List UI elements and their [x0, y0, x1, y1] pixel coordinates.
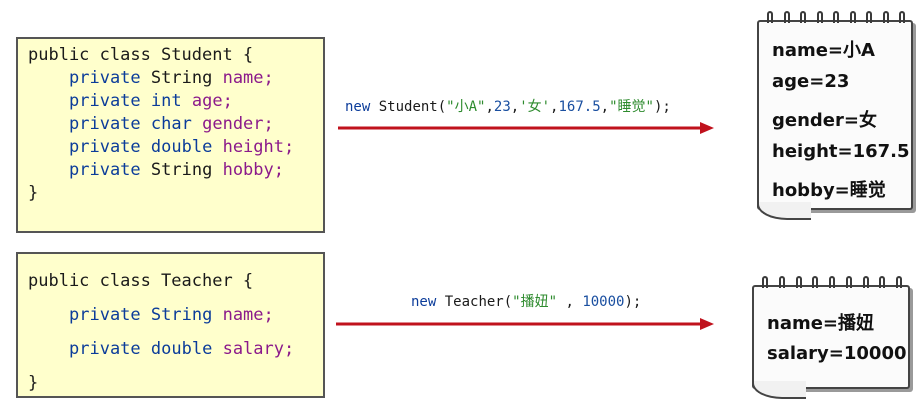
teacher-class-close: } — [28, 373, 39, 393]
page-curl-icon — [752, 381, 806, 399]
student-field-height: private double height; — [69, 137, 295, 157]
teacher-object-name: name=播妞 — [767, 313, 875, 334]
spiral-binding-icon — [762, 276, 902, 290]
student-object-height: height=167.5 — [772, 141, 910, 162]
student-field-name: private String name; — [69, 68, 274, 88]
teacher-object-salary: salary=10000 — [767, 343, 907, 364]
student-class-close: } — [28, 183, 39, 203]
student-object-gender: gender=女 — [772, 110, 877, 131]
teacher-class-header: public class Teacher { — [28, 271, 254, 291]
teacher-constructor-call: new Teacher("播妞" , 10000); — [411, 294, 642, 310]
student-object-note: name=小A age=23 gender=女 height=167.5 hob… — [757, 11, 913, 220]
student-object-name: name=小A — [772, 40, 875, 61]
teacher-arrow — [336, 318, 714, 330]
student-field-age: private int age; — [69, 91, 233, 111]
spiral-binding-icon — [767, 11, 905, 25]
student-class-code: public class Student { private String na… — [16, 37, 325, 233]
student-object-age: age=23 — [772, 71, 850, 92]
teacher-object-note: name=播妞 salary=10000 — [752, 276, 910, 399]
student-field-gender: private char gender; — [69, 114, 274, 134]
page-curl-icon — [757, 202, 811, 220]
student-arrow — [338, 122, 714, 134]
teacher-class-code: public class Teacher { private String na… — [16, 252, 325, 398]
teacher-field-salary: private double salary; — [69, 339, 295, 359]
student-constructor-call: new Student("小A",23,'女',167.5,"睡觉"); — [345, 99, 671, 115]
student-object-hobby: hobby=睡觉 — [772, 180, 886, 201]
student-class-header: public class Student { — [28, 45, 254, 65]
student-field-hobby: private String hobby; — [69, 160, 284, 180]
teacher-field-name: private String name; — [69, 305, 274, 325]
